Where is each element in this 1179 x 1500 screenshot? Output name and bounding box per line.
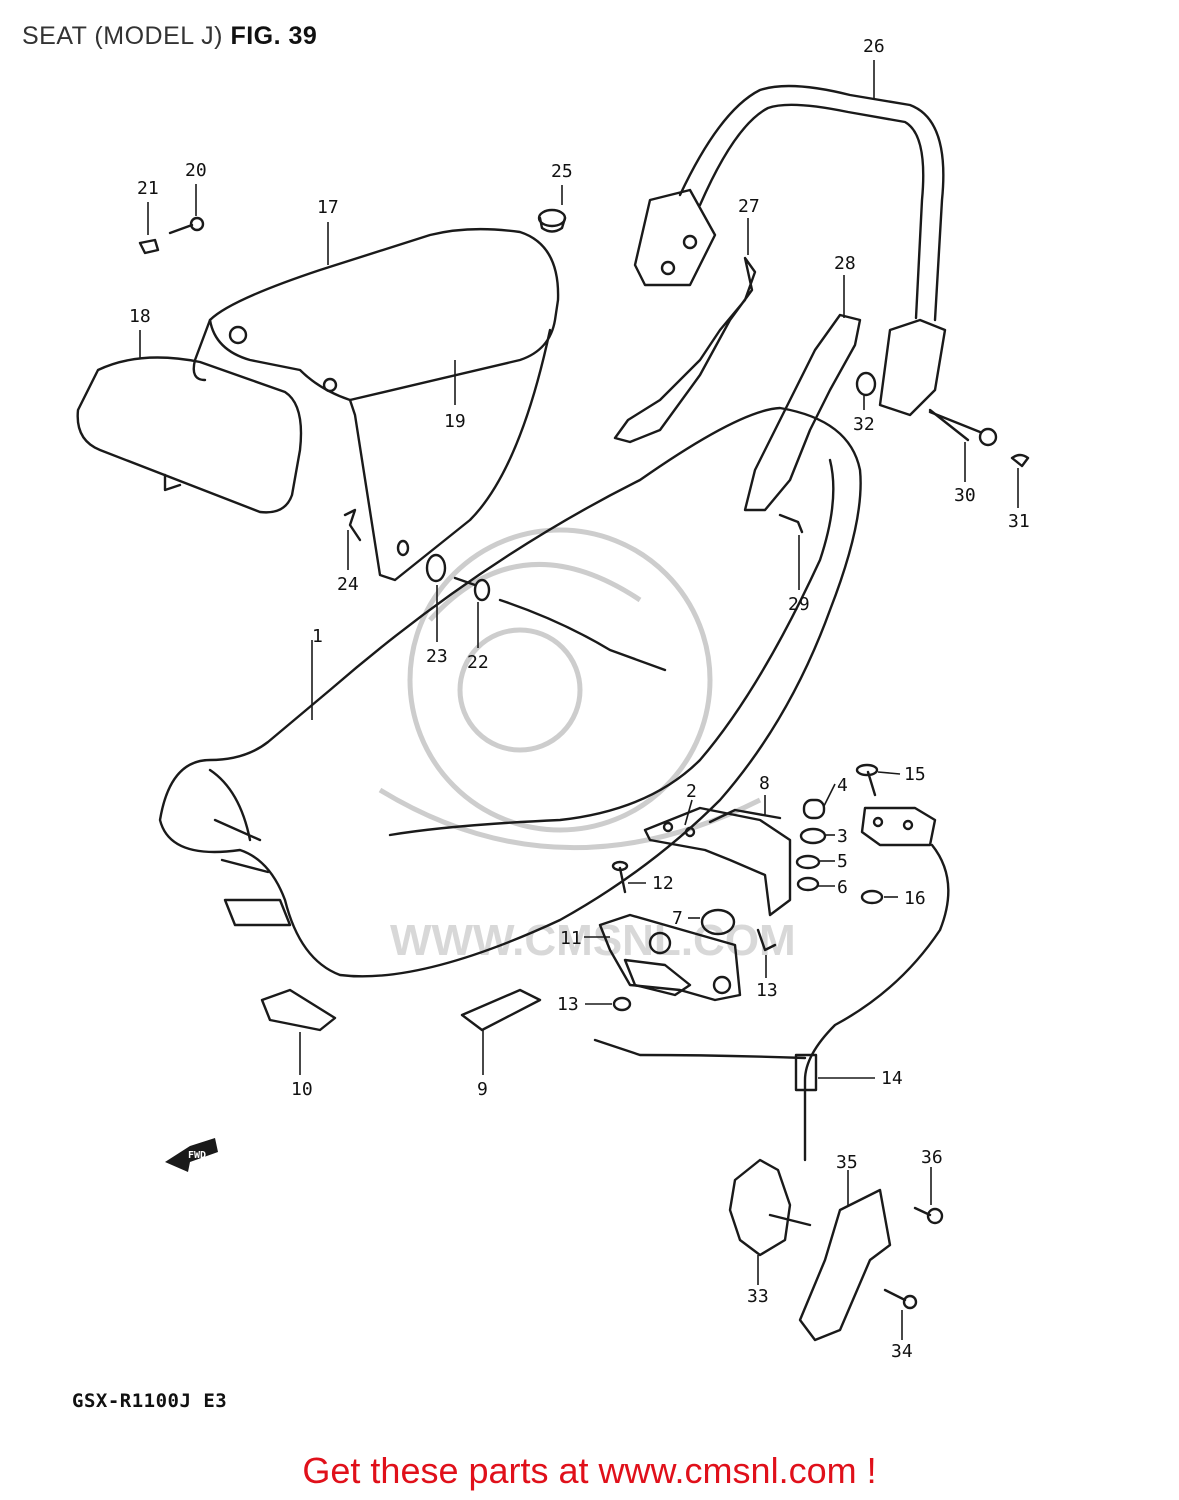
callout-32: 32: [853, 414, 875, 435]
callout-9: 9: [477, 1079, 488, 1100]
part-bolt-34: [883, 1288, 918, 1310]
part-clip-13: [756, 928, 777, 952]
part-bolt-29: [778, 513, 804, 534]
part-cable-sleeve: [794, 1053, 818, 1092]
part-pad-10: [260, 988, 337, 1032]
watermark-logo: WWW.CMSNL.COM: [378, 527, 796, 965]
callout-26: 26: [863, 36, 885, 57]
callout-29: 29: [788, 594, 810, 615]
part-lock-base-11: [598, 913, 742, 1002]
callout-30: 30: [954, 485, 976, 506]
part-washer-5: [795, 854, 821, 870]
callout-23: 23: [426, 646, 448, 667]
part-seat-tail-cover: [192, 227, 560, 582]
part-grommet: [396, 539, 410, 557]
part-pad-9: [460, 988, 542, 1032]
callout-24: 24: [337, 574, 359, 595]
watermark-text: WWW.CMSNL.COM: [390, 916, 796, 965]
part-screw-12: [611, 860, 629, 894]
part-seat-lock-33: [728, 1158, 812, 1257]
part-bolt-20: [168, 216, 205, 235]
callout-36: 36: [921, 1147, 943, 1168]
callout-14: 14: [881, 1068, 903, 1089]
part-nut-6: [796, 876, 820, 892]
part-seat-lock-cable: [593, 843, 950, 1162]
callout-25: 25: [551, 161, 573, 182]
part-washer-23: [425, 553, 447, 583]
part-collar-32: [855, 371, 877, 397]
callout-21: 21: [137, 178, 159, 199]
callout-labels: 1 2 3 4 5 6 7 8 9 10 11 12 13 13 14 15 1…: [129, 36, 1030, 1362]
part-cap-31: [1010, 453, 1030, 468]
callout-22: 22: [467, 652, 489, 673]
callout-27: 27: [738, 196, 760, 217]
part-lock-bracket: [643, 806, 792, 917]
part-cap-25: [537, 208, 567, 233]
part-bolt-22: [453, 576, 491, 602]
callout-12: 12: [652, 873, 674, 894]
part-cable-plate: [855, 763, 937, 847]
part-rear-bracket-27: [613, 256, 757, 444]
figure-label: FIG. 39: [230, 22, 318, 50]
callout-20: 20: [185, 160, 207, 181]
callout-34: 34: [891, 1341, 913, 1362]
callout-15: 15: [904, 764, 926, 785]
callout-28: 28: [834, 253, 856, 274]
callout-8: 8: [759, 773, 770, 794]
part-clip-24: [343, 508, 362, 542]
callout-35: 35: [836, 1152, 858, 1173]
callout-4: 4: [837, 775, 848, 796]
callout-5: 5: [837, 851, 848, 872]
callout-2: 2: [686, 781, 697, 802]
part-screw-36: [913, 1206, 944, 1225]
part-damper-4: [802, 798, 826, 820]
callout-16: 16: [904, 888, 926, 909]
fwd-label: FWD: [188, 1150, 206, 1161]
callout-31: 31: [1008, 511, 1030, 532]
callout-18: 18: [129, 306, 151, 327]
callout-33: 33: [747, 1286, 769, 1307]
callout-6: 6: [837, 877, 848, 898]
leader-lines: [139, 60, 1019, 1340]
callout-19: 19: [444, 411, 466, 432]
part-nut-13: [612, 996, 632, 1012]
model-code: GSX-R1100J E3: [72, 1390, 228, 1412]
title-text: SEAT (MODEL J): [22, 22, 224, 50]
part-seat: [158, 406, 862, 978]
part-bolt-30: [928, 410, 998, 447]
fwd-arrow-icon: FWD: [165, 1138, 218, 1172]
callout-1: 1: [312, 626, 323, 647]
part-tail-pad: [76, 356, 303, 514]
callout-17: 17: [317, 197, 339, 218]
callout-11: 11: [560, 928, 582, 949]
part-grab-rail: [633, 84, 970, 442]
footer-link-text[interactable]: Get these parts at www.cmsnl.com !: [302, 1450, 877, 1491]
part-washer-3: [799, 827, 827, 845]
part-damper-7: [700, 908, 736, 936]
callout-13-nut: 13: [557, 994, 579, 1015]
diagram-title: SEAT (MODEL J) FIG. 39: [22, 22, 317, 51]
callout-7: 7: [672, 908, 683, 929]
part-nut-16: [860, 889, 884, 905]
part-lock-bracket-35: [798, 1188, 892, 1342]
callout-10: 10: [291, 1079, 313, 1100]
parts-diagram: WWW.CMSNL.COM: [76, 36, 1030, 1362]
callout-3: 3: [837, 826, 848, 847]
callout-13-clip: 13: [756, 980, 778, 1001]
part-nut-21: [138, 238, 160, 255]
part-bracket-28: [743, 313, 862, 512]
